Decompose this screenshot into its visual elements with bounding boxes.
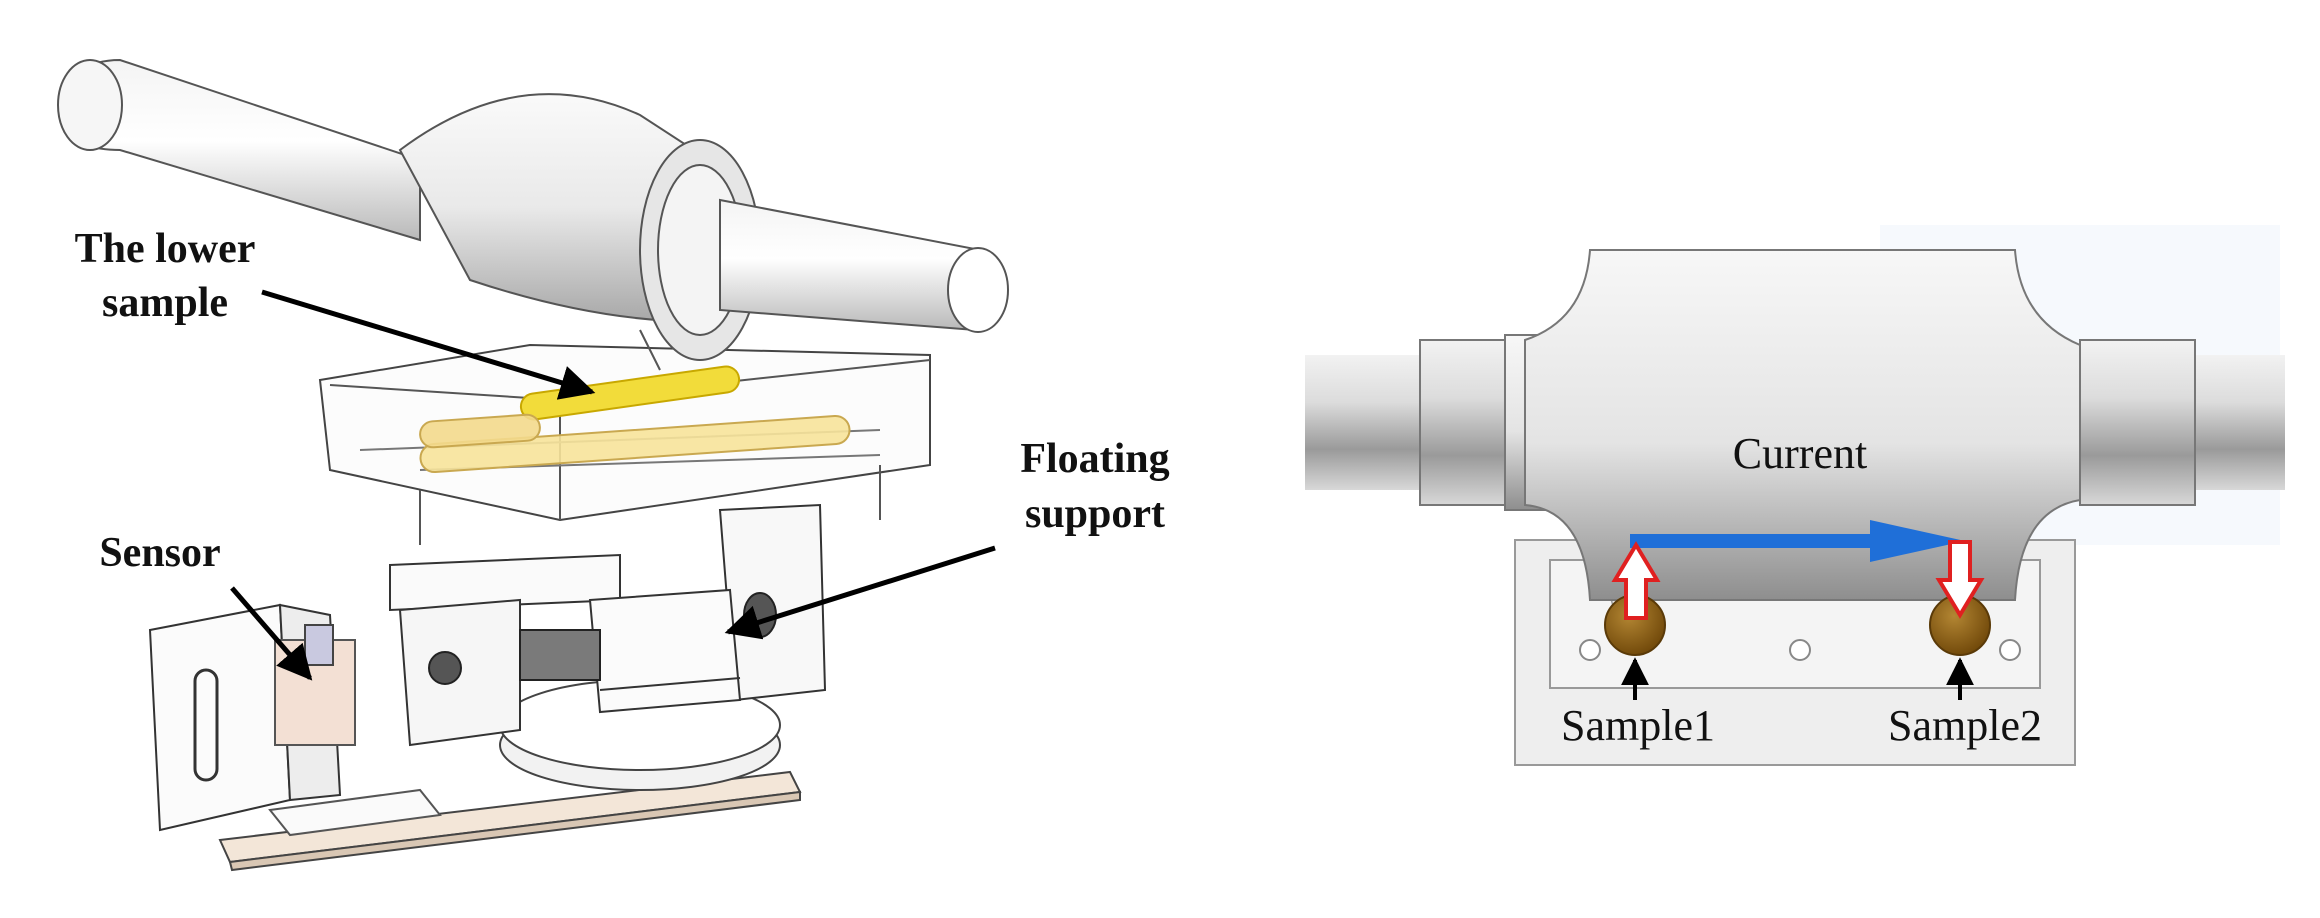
left-panel: The lower sample Floating support Sensor xyxy=(57,58,1170,872)
roller-shaft xyxy=(57,58,1009,371)
floating-support xyxy=(389,503,827,747)
label-sample1: Sample1 xyxy=(1561,701,1715,750)
force-arrow-down-icon xyxy=(1935,540,1985,619)
lower-sample-arrow xyxy=(261,289,596,400)
sensor-arrow xyxy=(230,586,313,681)
current-arrow xyxy=(1630,520,1965,562)
right-collar xyxy=(2079,339,2196,506)
right-shaft xyxy=(2185,355,2285,490)
label-floating-support-line2: support xyxy=(1025,491,1165,537)
label-current: Current xyxy=(1733,429,1867,478)
base-plate xyxy=(218,770,802,872)
label-sensor: Sensor xyxy=(99,530,220,576)
sensor-probe xyxy=(304,624,334,666)
label-lower-sample-line1: The lower xyxy=(75,226,256,272)
right-panel: Current Sample1 Sample2 xyxy=(1305,225,2285,766)
lower-sample-rods xyxy=(419,365,851,474)
roll-body xyxy=(1524,249,2081,601)
sensor-bracket xyxy=(148,603,356,832)
left-shaft xyxy=(1305,355,1425,490)
label-sample2: Sample2 xyxy=(1888,701,2042,750)
left-annotation-arrows xyxy=(230,289,996,681)
label-lower-sample-line2: sample xyxy=(102,280,228,326)
force-arrow-up-icon xyxy=(1611,541,1661,620)
label-floating-support-line1: Floating xyxy=(1020,436,1169,482)
left-collar xyxy=(1419,339,1521,506)
floating-support-arrow xyxy=(724,545,996,640)
